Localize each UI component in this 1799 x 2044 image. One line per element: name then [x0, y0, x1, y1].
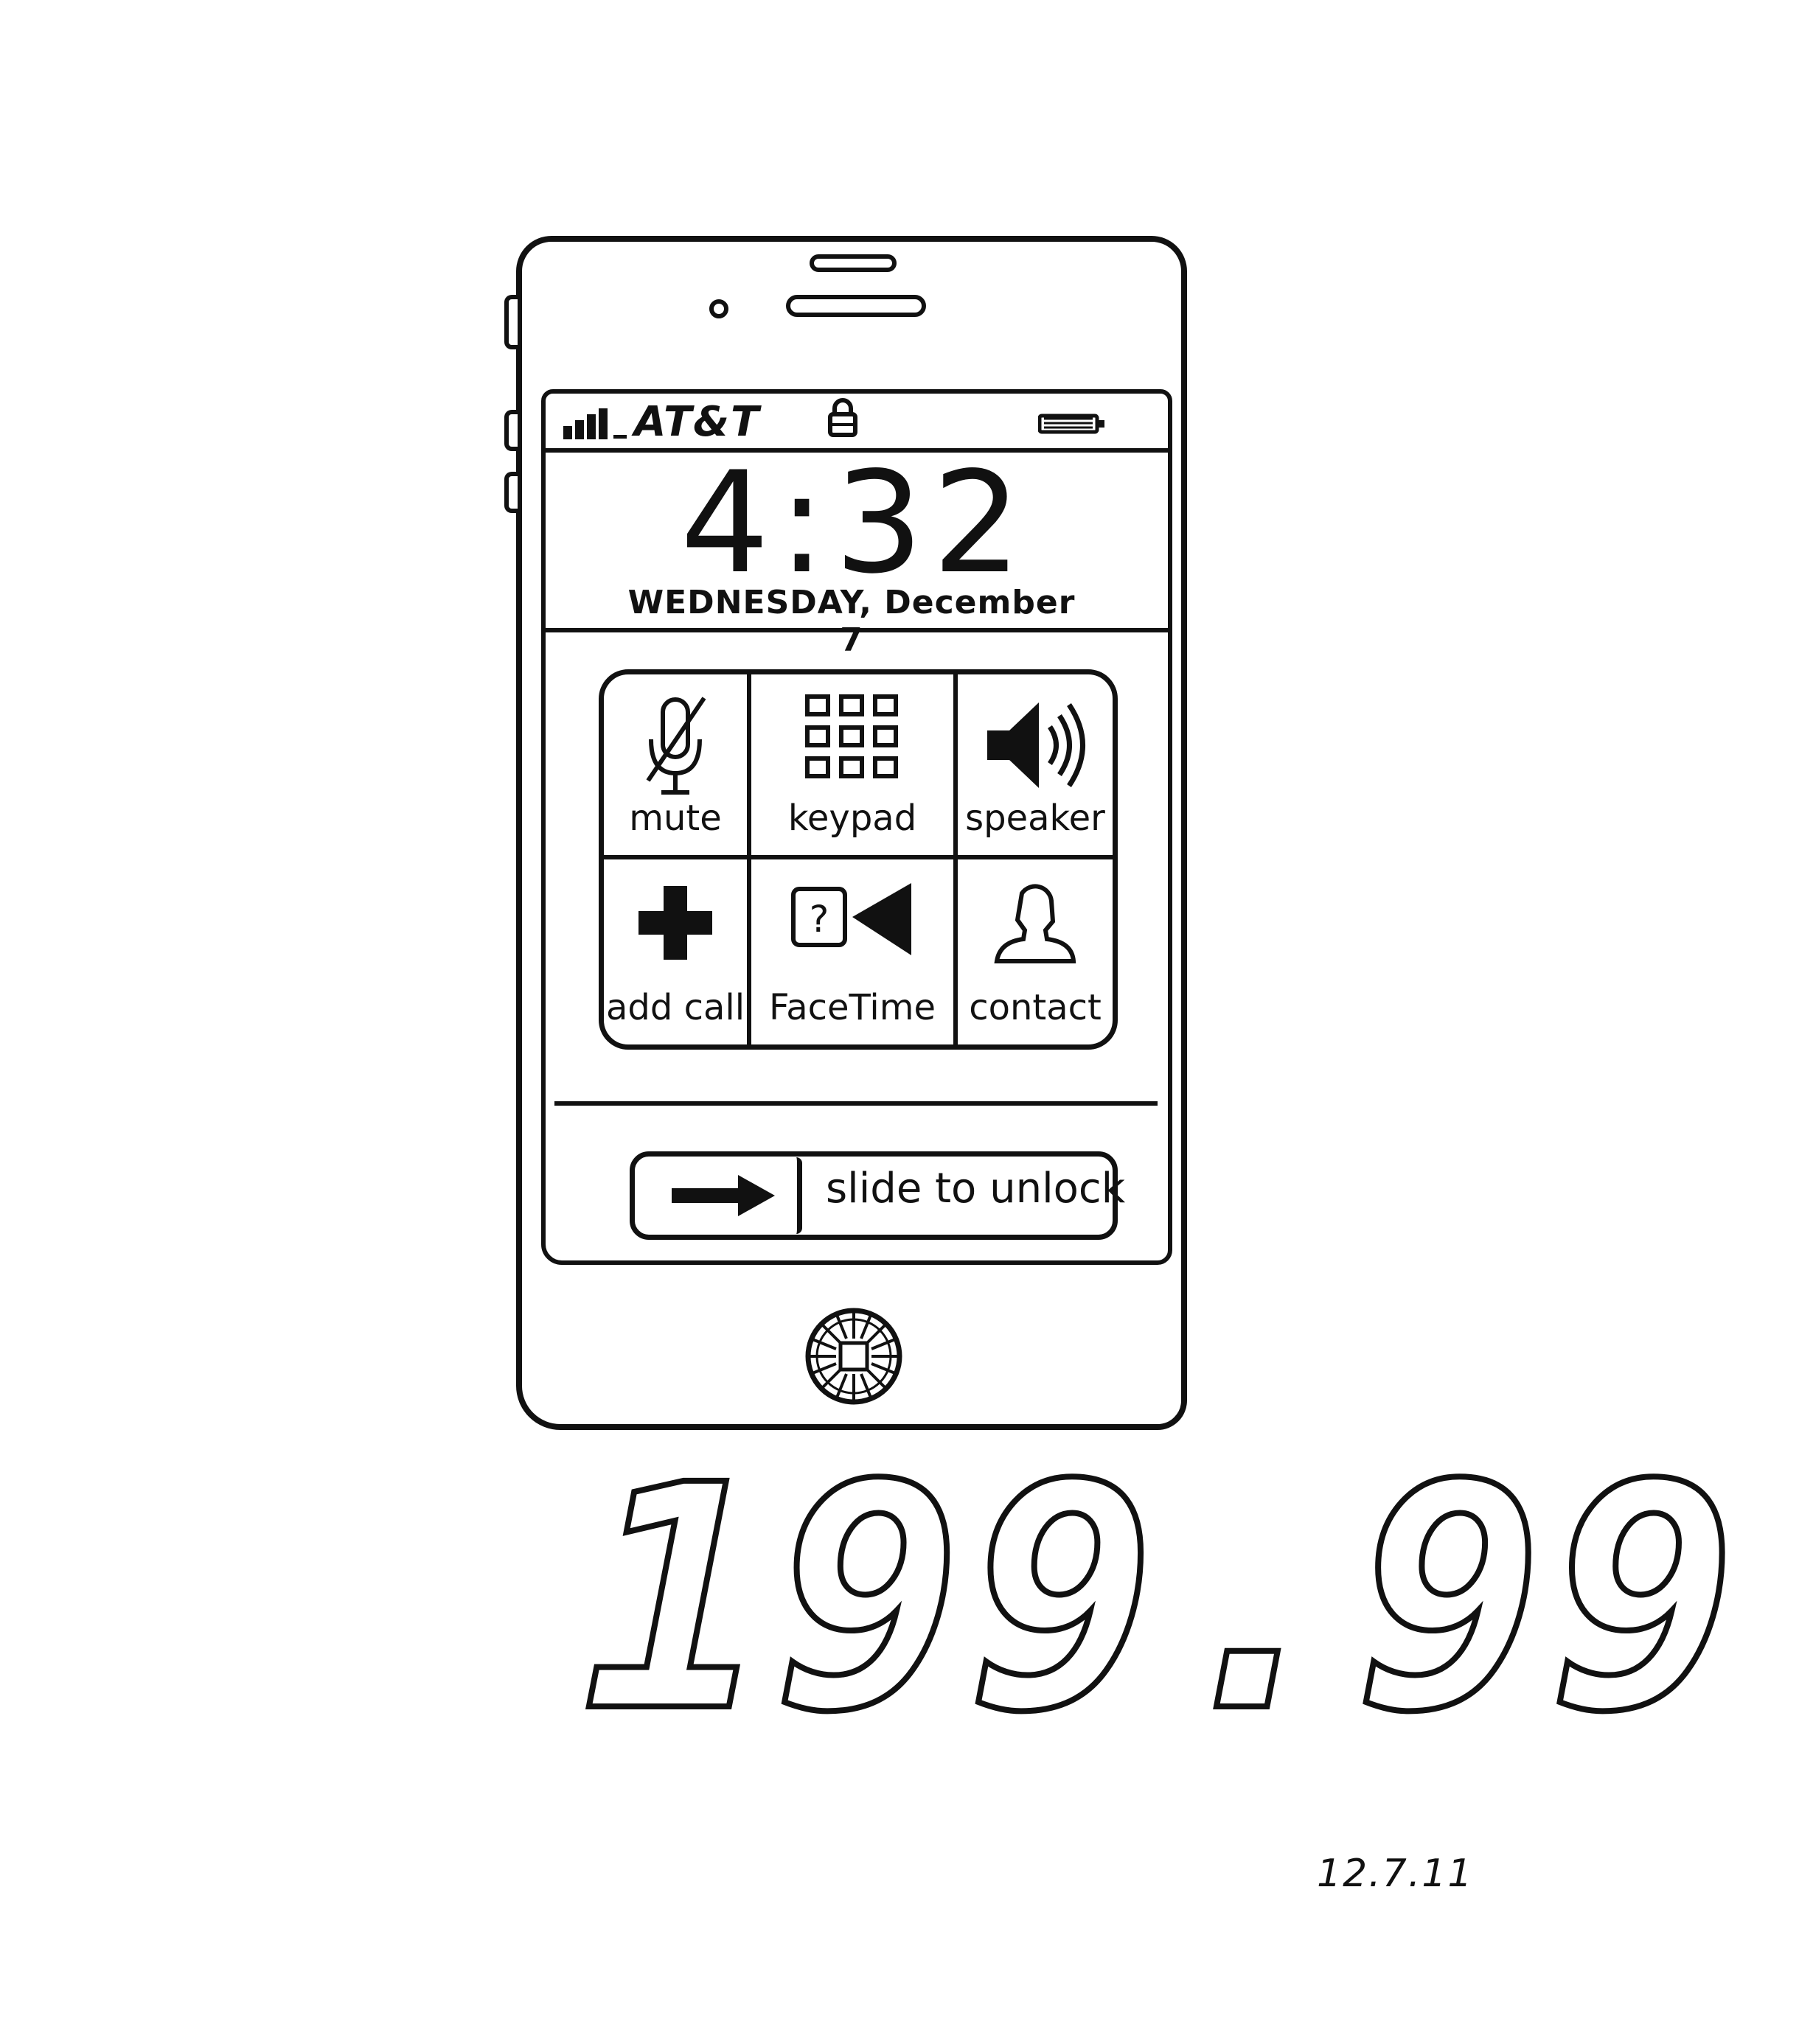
- status-bar: [546, 394, 1168, 453]
- clock-date: WEDNESDAY, December 7: [627, 584, 1076, 659]
- divider: [546, 628, 1168, 632]
- speaker-icon: [987, 702, 1085, 788]
- signal-bars-icon: [563, 408, 627, 439]
- video-camera-icon: ?: [791, 883, 911, 955]
- phone-body: [516, 236, 1187, 1430]
- call-controls-grid: mute keypad speaker add call ?: [599, 669, 1118, 1050]
- facetime-button[interactable]: ? FaceTime: [751, 859, 958, 1044]
- svg-text:?: ?: [810, 898, 829, 941]
- facetime-label: FaceTime: [768, 987, 936, 1028]
- lock-icon: [828, 398, 857, 437]
- speaker-label: speaker: [965, 798, 1105, 839]
- add-call-button[interactable]: add call: [604, 859, 751, 1044]
- contact-label: contact: [969, 987, 1102, 1028]
- earpiece: [786, 295, 926, 317]
- volume-down-button[interactable]: [504, 472, 518, 513]
- carrier-name: AT&T: [634, 398, 761, 446]
- top-slot: [810, 254, 897, 272]
- unlock-slider-knob[interactable]: [636, 1157, 802, 1234]
- contact-button[interactable]: contact: [958, 859, 1113, 1044]
- unlock-slider-track[interactable]: [630, 1151, 1118, 1240]
- battery-icon: [1038, 414, 1104, 434]
- mute-button[interactable]: mute: [604, 674, 751, 859]
- side-button-top[interactable]: [504, 295, 518, 349]
- home-button[interactable]: [804, 1306, 904, 1406]
- slide-to-unlock-label: slide to unlock: [826, 1165, 1126, 1213]
- plus-icon: [638, 886, 712, 960]
- clock-time: 4:32: [680, 442, 1031, 604]
- divider: [554, 1101, 1158, 1106]
- person-icon: [994, 884, 1076, 963]
- keypad-label: keypad: [787, 798, 917, 839]
- muted-microphone-icon: [646, 697, 706, 795]
- keypad-button[interactable]: keypad: [751, 674, 958, 859]
- mute-label: mute: [629, 798, 722, 839]
- arrow-right-icon: [672, 1175, 775, 1216]
- front-camera: [709, 299, 728, 318]
- drawing-date: 12.7.11: [1317, 1852, 1474, 1896]
- screen: [541, 389, 1172, 1265]
- speaker-button[interactable]: speaker: [958, 674, 1113, 859]
- keypad-icon: [805, 694, 898, 778]
- price: 199.99: [580, 1420, 1746, 1799]
- add-call-label: add call: [605, 987, 745, 1028]
- price-text: 199.99: [580, 1420, 1746, 1780]
- volume-up-button[interactable]: [504, 410, 518, 451]
